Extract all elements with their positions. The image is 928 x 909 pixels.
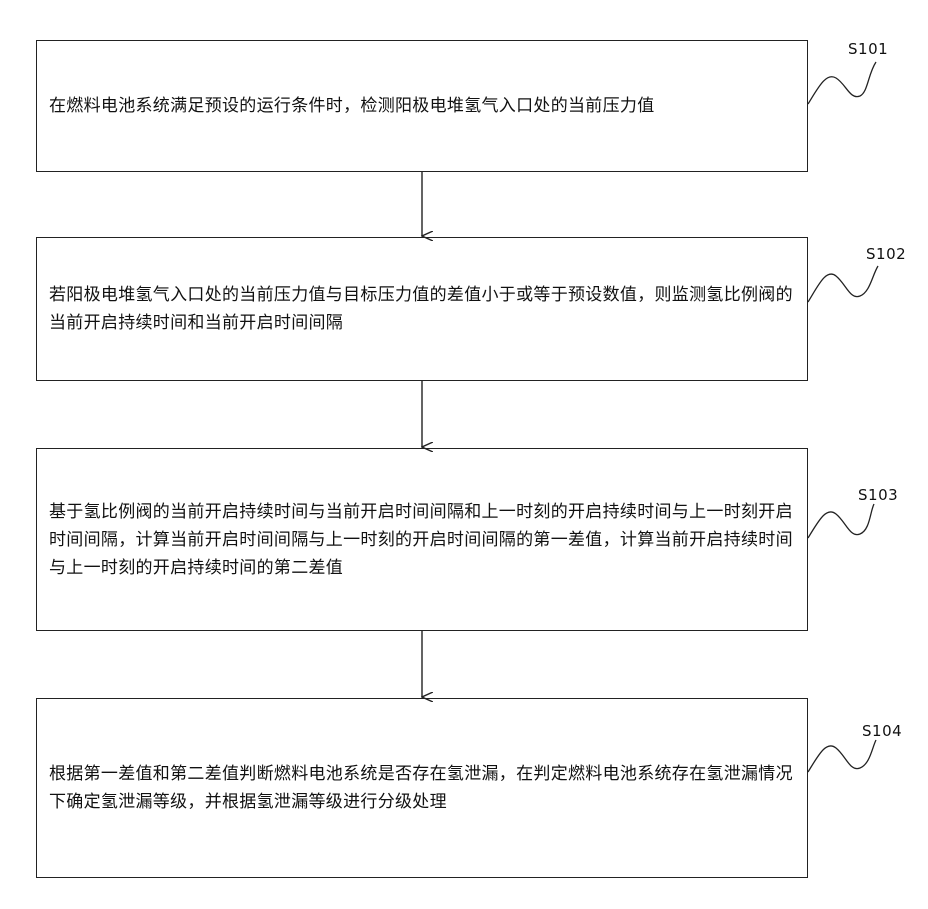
leader-s101 [808, 62, 876, 104]
leader-s104 [808, 740, 876, 772]
leader-s102 [808, 266, 878, 302]
leader-s103 [808, 504, 874, 538]
